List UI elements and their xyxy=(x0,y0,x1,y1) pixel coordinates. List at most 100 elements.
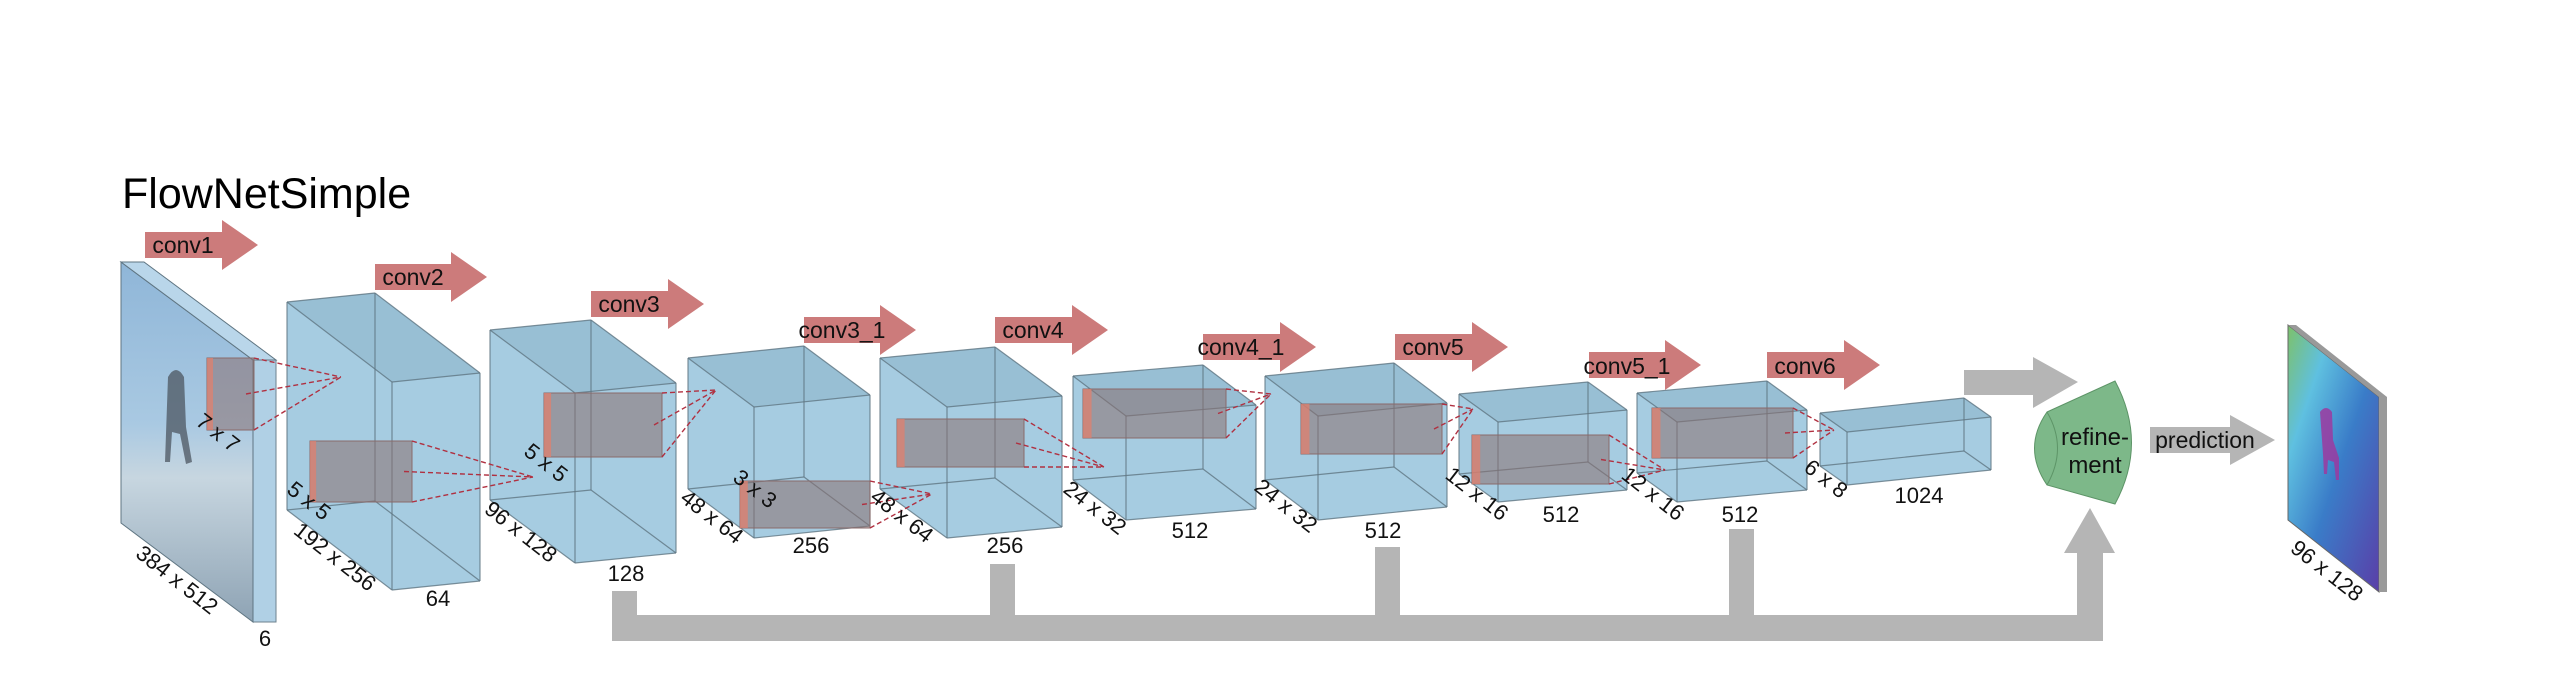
block-edge xyxy=(1202,468,1257,510)
kernel-boxes xyxy=(206,357,1835,529)
conv-label: conv3 xyxy=(598,291,659,317)
kernel-projection-line xyxy=(1608,469,1666,485)
kernel-projection-line xyxy=(1784,429,1835,434)
block-edge xyxy=(1393,466,1448,508)
kernel-projection-line xyxy=(661,389,717,394)
block-edge xyxy=(1264,479,1319,521)
block-edge xyxy=(803,345,871,396)
kernel-projection-line xyxy=(1608,434,1666,471)
block-top-face xyxy=(287,293,480,382)
block-edge xyxy=(1819,450,1965,467)
block-edge xyxy=(1587,381,1628,411)
kernel-projection-line xyxy=(411,476,534,503)
block-edge xyxy=(994,346,1063,397)
conv-label: conv3_1 xyxy=(799,317,886,343)
block-edge xyxy=(489,319,592,331)
refinement-label-line2: ment xyxy=(2068,452,2122,479)
kernel-projection-line xyxy=(869,480,933,495)
block-edge xyxy=(590,489,677,554)
kernel-face xyxy=(1082,388,1227,439)
kernel-box xyxy=(309,440,534,503)
kernel-projection-line xyxy=(1441,408,1474,455)
input-channels-label: 6 xyxy=(259,626,271,651)
kernel-face xyxy=(896,418,1025,468)
conv-arrow-icon xyxy=(145,220,258,270)
kernel-projection-line xyxy=(1792,429,1835,459)
block-edge xyxy=(286,292,376,303)
block-top-face xyxy=(1265,363,1447,416)
conv-label: conv2 xyxy=(382,264,443,290)
block-edge xyxy=(1963,450,1992,471)
block-channels-label: 64 xyxy=(426,586,450,611)
block-edge xyxy=(391,580,481,591)
block-edge xyxy=(687,488,755,539)
skip-stub-conv4 xyxy=(990,564,1015,624)
block-edge xyxy=(489,499,576,564)
kernel-projection-line xyxy=(1433,408,1474,430)
kernel-projection-line xyxy=(253,376,342,431)
kernel-side xyxy=(1083,389,1092,438)
conv-labels: conv1 conv2 conv3 conv3_1 conv4 conv4_1 … xyxy=(152,232,1835,379)
conv-arrow-icon xyxy=(995,305,1108,355)
kernel-projection-line xyxy=(1015,442,1105,468)
block-edge xyxy=(1497,489,1628,503)
kernel-projection-line xyxy=(411,440,534,478)
kernel-projection-line xyxy=(869,493,933,529)
kernel-side xyxy=(207,358,213,430)
conv-label: conv4 xyxy=(1002,317,1064,343)
block-edge xyxy=(1458,393,1499,423)
block-channels-label: 512 xyxy=(1172,518,1209,543)
block-edge xyxy=(1072,468,1204,481)
block-edge xyxy=(1264,466,1395,481)
input-image-slab xyxy=(119,261,278,623)
block-edge xyxy=(753,394,871,408)
kernel-projection-line xyxy=(1217,393,1272,415)
conv-label: conv4_1 xyxy=(1198,334,1285,360)
block-edge xyxy=(1393,362,1448,404)
kernel-projection-line xyxy=(403,470,534,478)
block-edge xyxy=(1202,364,1257,406)
block-edge xyxy=(489,489,592,501)
block-edge xyxy=(286,509,393,591)
feature-block xyxy=(1819,397,1992,486)
kernel-box xyxy=(206,357,342,431)
block-edge xyxy=(1819,412,1848,433)
block-edge xyxy=(879,488,948,539)
block-edge xyxy=(374,500,481,582)
block-edge xyxy=(1497,409,1628,423)
kernel-box xyxy=(896,418,1105,468)
block-edge xyxy=(687,345,805,359)
kernel-box xyxy=(739,480,933,529)
kernel-face xyxy=(1300,403,1443,455)
prediction-label: prediction xyxy=(2155,427,2255,453)
kernel-side xyxy=(544,393,552,457)
conv-arrows xyxy=(145,220,1880,390)
block-channels-label: 512 xyxy=(1365,518,1402,543)
block-edge xyxy=(946,395,1063,408)
block-top-face xyxy=(1820,398,1991,432)
conv-arrow-icon xyxy=(375,252,487,302)
kernel-projection-line xyxy=(861,493,933,506)
kernel-box xyxy=(1471,434,1666,485)
kernel-face xyxy=(309,440,413,503)
block-edge xyxy=(1963,397,1992,418)
kernel-box xyxy=(543,389,717,458)
block-edge xyxy=(879,357,948,408)
block-edge xyxy=(1264,362,1395,377)
kernel-projection-line xyxy=(661,389,717,458)
refinement-cone xyxy=(2034,380,2132,505)
block-edge xyxy=(1846,469,1992,486)
block-edge xyxy=(946,526,1063,539)
block-edge xyxy=(1766,460,1808,491)
block-top-face xyxy=(1459,382,1627,422)
block-edge xyxy=(391,372,481,383)
block-channels-label: 1024 xyxy=(1895,483,1944,508)
kernel-face xyxy=(206,357,255,431)
prediction-flow-image: 96 x 128 xyxy=(2286,323,2387,607)
block-top-face xyxy=(490,320,676,393)
kernel-face xyxy=(543,392,663,458)
conv-label: conv6 xyxy=(1774,353,1835,379)
conv-arrow-icon xyxy=(1767,340,1880,390)
block-channels-label: 256 xyxy=(793,533,830,558)
